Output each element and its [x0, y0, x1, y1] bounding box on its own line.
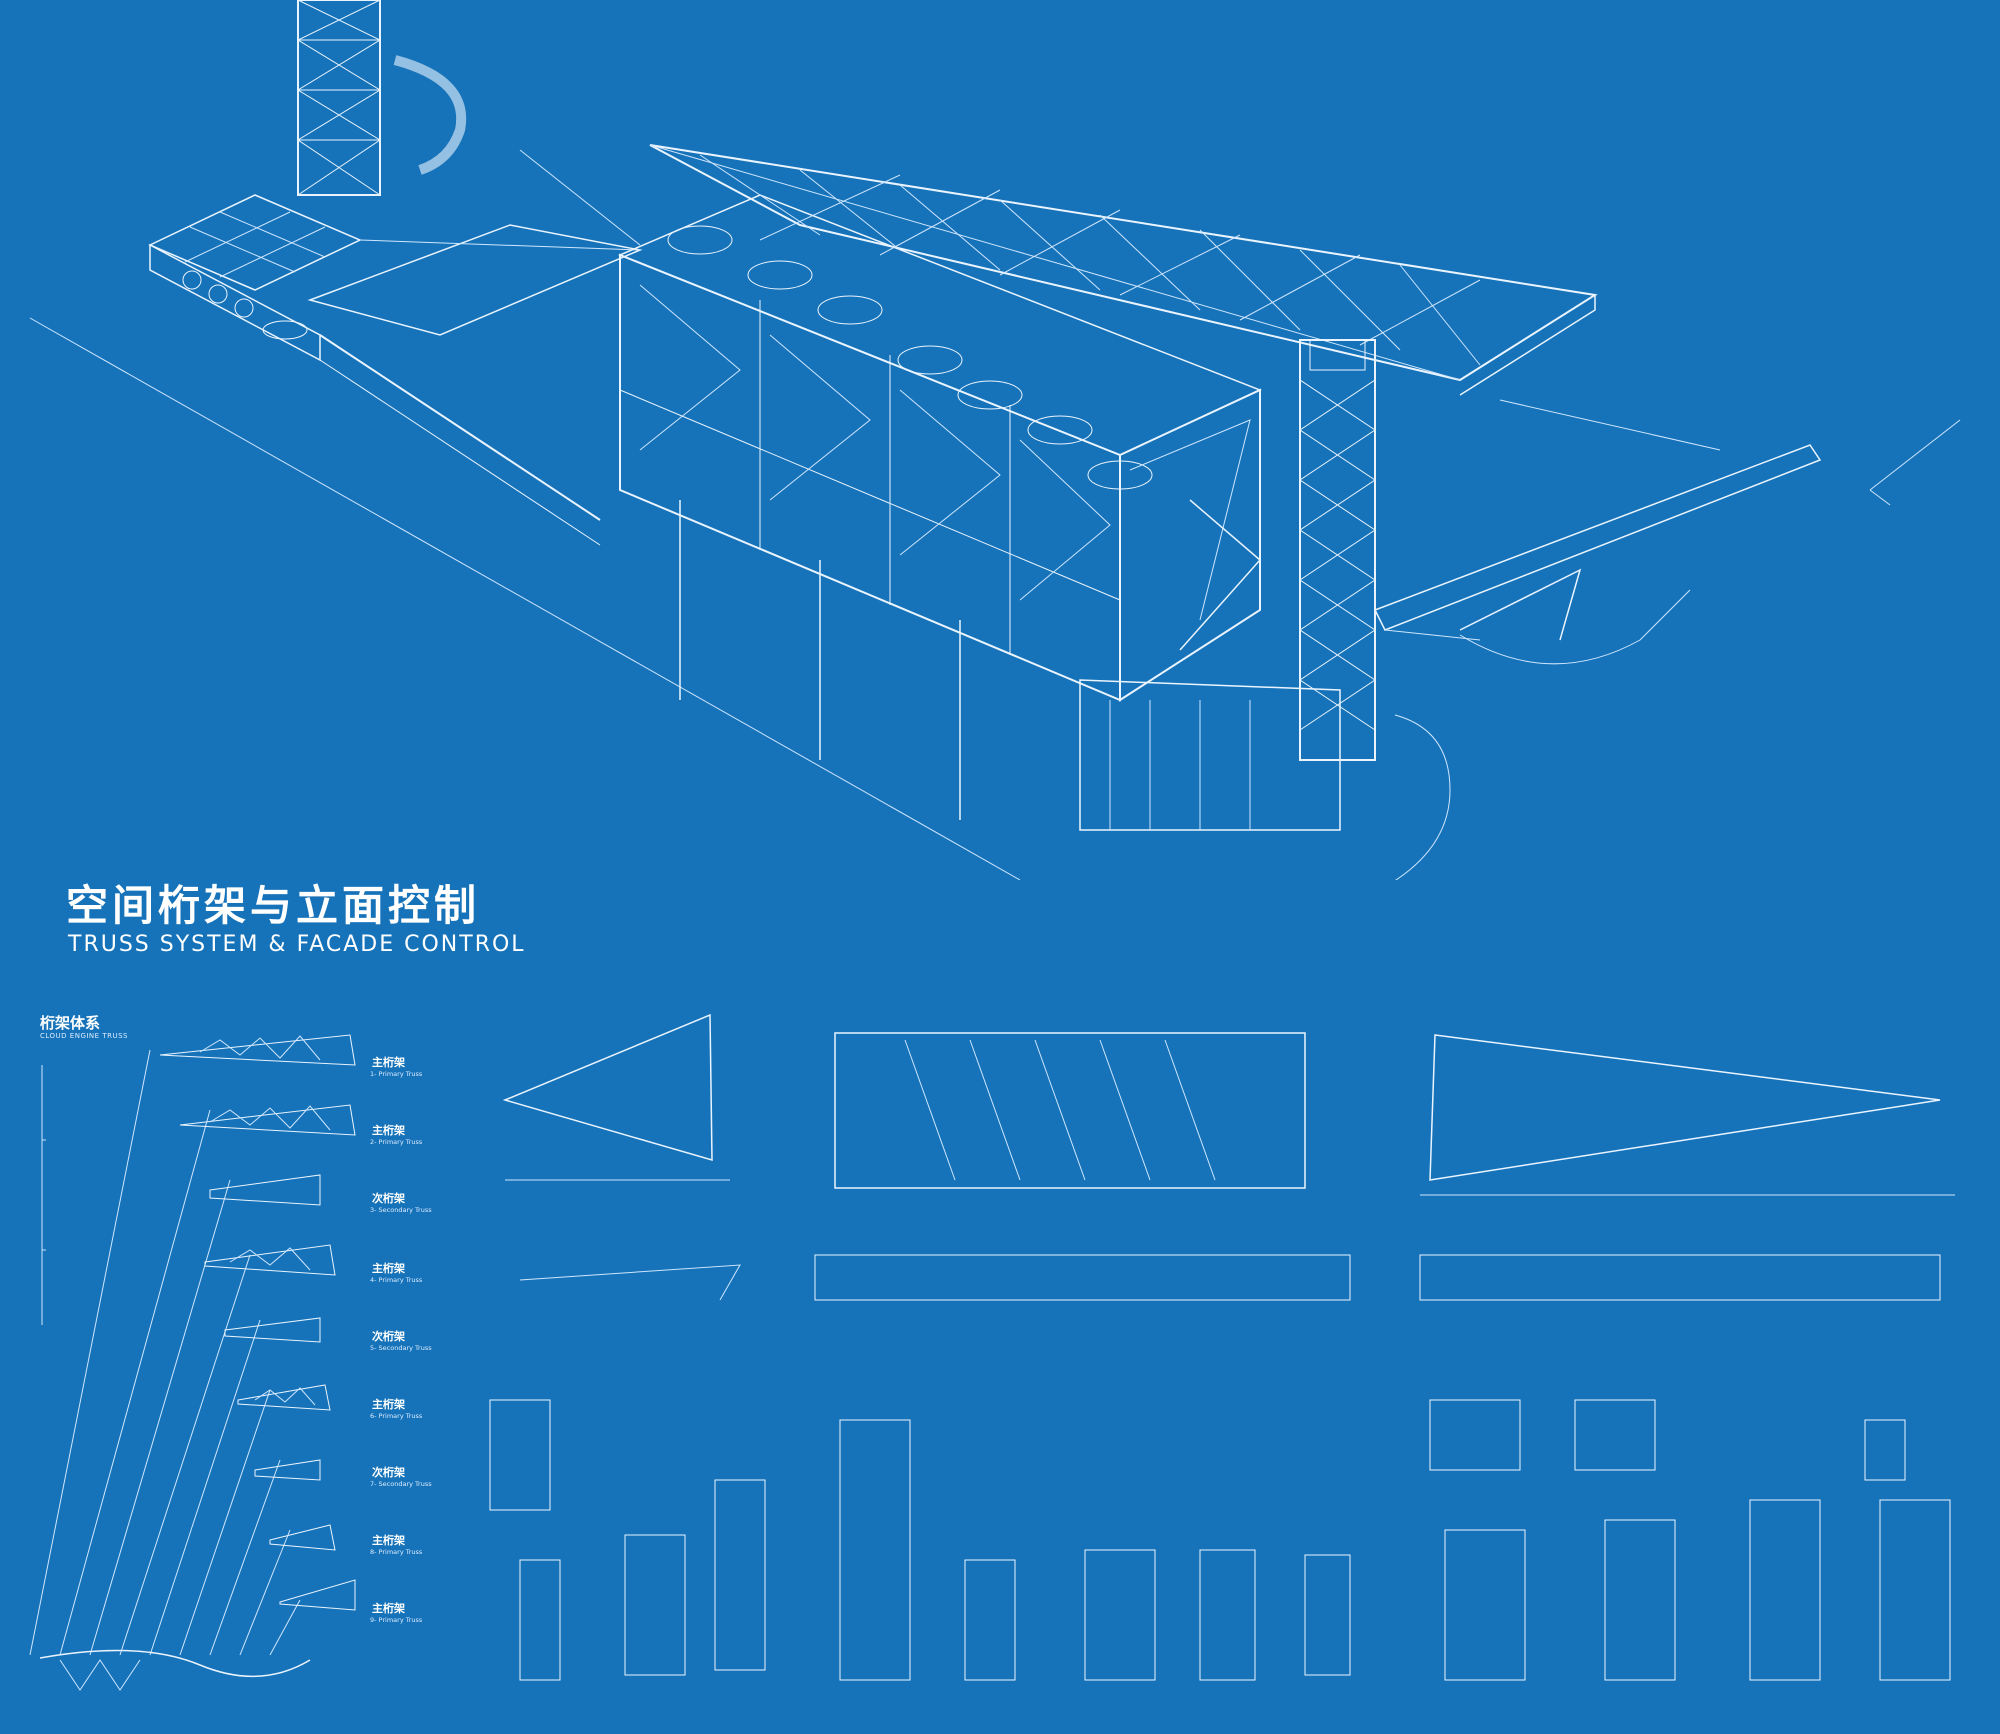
roof-truss-wing: [649, 144, 1598, 396]
site-boundary-lines: [29, 317, 1961, 880]
rooftop-fans: [667, 225, 1153, 490]
truss-diagram-7: [254, 1459, 321, 1481]
truss-label-6-cn: 主桁架: [372, 1398, 405, 1411]
elevation-3: [1419, 1034, 1955, 1301]
truss-diagram-5: [224, 1317, 321, 1343]
section-details: [489, 1399, 1951, 1681]
truss-label-4-cn: 主桁架: [372, 1262, 405, 1275]
truss-diagram-2: [179, 1104, 356, 1136]
stair-tower-left: [296, 0, 467, 196]
truss-system-column: [29, 1049, 301, 1656]
main-building-box: [618, 194, 1341, 831]
left-platform: [148, 149, 643, 546]
elevation-1: [502, 1013, 741, 1301]
right-tower: [1299, 339, 1376, 761]
truss-label-3-cn: 次桁架: [372, 1192, 405, 1205]
truss-diagram-9: [279, 1579, 356, 1611]
truss-label-2-en: 2- Primary Truss: [370, 1138, 423, 1146]
truss-label-6-en: 6- Primary Truss: [370, 1412, 423, 1420]
truss-label-8-en: 8- Primary Truss: [370, 1548, 423, 1556]
truss-label-7-cn: 次桁架: [372, 1466, 405, 1479]
main-title-cn: 空间桁架与立面控制: [66, 881, 481, 930]
truss-label-1-cn: 主桁架: [372, 1056, 405, 1069]
truss-diagram-1: [159, 1034, 356, 1066]
truss-diagram-4: [204, 1244, 336, 1276]
main-title-en: TRUSS SYSTEM & FACADE CONTROL: [68, 932, 526, 957]
truss-label-8-cn: 主桁架: [372, 1534, 405, 1547]
truss-diagram-3: [209, 1174, 321, 1206]
truss-label-3-en: 3- Secondary Truss: [370, 1206, 432, 1214]
truss-diagram-6: [237, 1384, 331, 1411]
truss-assembly-base: [39, 1649, 311, 1691]
truss-label-5-cn: 次桁架: [372, 1330, 405, 1343]
truss-label-9-cn: 主桁架: [372, 1602, 405, 1615]
truss-label-7-en: 7- Secondary Truss: [370, 1480, 432, 1488]
truss-diagram-8: [269, 1524, 336, 1551]
bridge-walkway: [1179, 444, 1822, 651]
truss-label-4-en: 4- Primary Truss: [370, 1276, 423, 1284]
truss-label-1-en: 1- Primary Truss: [370, 1070, 423, 1078]
truss-label-5-en: 5- Secondary Truss: [370, 1344, 432, 1352]
truss-label-2-cn: 主桁架: [372, 1124, 405, 1137]
truss-system-subtitle: CLOUD ENGINE TRUSS: [40, 1032, 128, 1040]
elevation-2: [814, 1032, 1351, 1301]
axonometric-building-drawing: [29, 0, 1961, 880]
truss-label-9-en: 9- Primary Truss: [370, 1616, 423, 1624]
truss-system-title: 桁架体系: [40, 1014, 101, 1032]
